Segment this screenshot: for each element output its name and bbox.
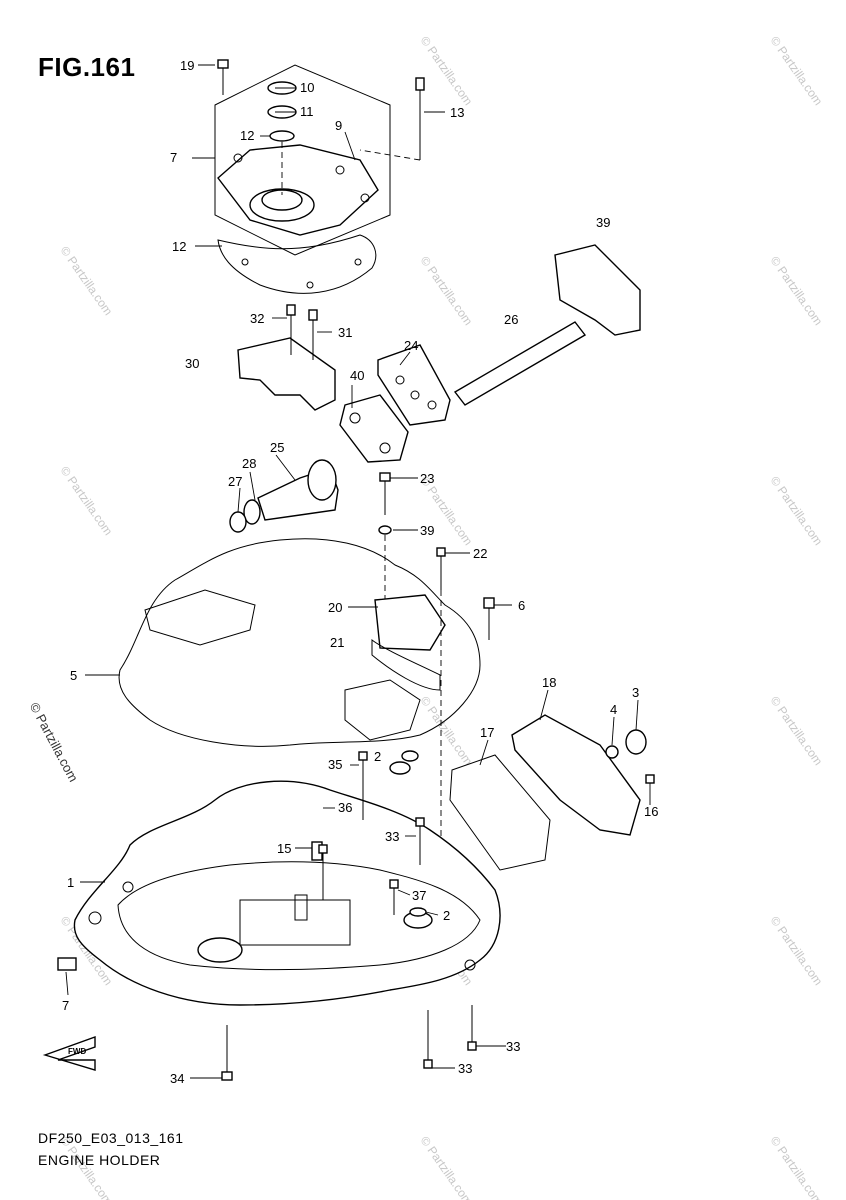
callout-30: 30: [185, 356, 199, 371]
callout-12: 10: [300, 80, 314, 95]
cover-assembly: [214, 59, 425, 294]
callout-6: 5: [70, 668, 77, 683]
figure-code: DF250_E03_013_161: [38, 1130, 184, 1146]
callout-33-upper: 33: [385, 829, 399, 844]
callout-18: 18: [542, 675, 556, 690]
leader-lines: [65, 64, 651, 1079]
callout-39: 39: [596, 215, 610, 230]
callout-40: 40: [350, 368, 364, 383]
gasket-assembly: [118, 538, 495, 900]
callout-19: 17: [480, 725, 494, 740]
callout-11: 9: [335, 118, 342, 133]
callout-13: 12: [240, 128, 254, 143]
svg-text:© Partzilla.com: © Partzilla.com: [768, 914, 826, 988]
callout-32: 32: [250, 311, 264, 326]
callout-39-lower: 39: [420, 523, 434, 538]
callout-26: 25: [270, 440, 284, 455]
svg-text:© Partzilla.com: © Partzilla.com: [418, 34, 476, 108]
svg-text:© Partzilla.com: © Partzilla.com: [418, 1134, 476, 1200]
callout-14: 12: [172, 239, 186, 254]
engine-holder-part: [57, 780, 501, 1006]
callout-23: 22: [473, 546, 487, 561]
callout-35: 35: [328, 757, 342, 772]
callout-12-second: 11: [300, 104, 314, 119]
svg-text:© Partzilla.com: © Partzilla.com: [768, 694, 826, 768]
svg-text:© Partzilla.com: © Partzilla.com: [768, 1134, 826, 1200]
svg-text:© Partzilla.com: © Partzilla.com: [768, 254, 826, 328]
callout-16: 15: [277, 841, 291, 856]
callout-27: 26: [504, 312, 518, 327]
callout-20: 16: [644, 804, 658, 819]
callout-1: 1: [67, 875, 74, 890]
holder-bolts: [221, 750, 477, 1081]
callout-5: 2: [374, 749, 381, 764]
figure-name: ENGINE HOLDER: [38, 1152, 161, 1168]
svg-text:© Partzilla.com: © Partzilla.com: [768, 34, 826, 108]
figure-title: FIG.161: [38, 52, 136, 82]
watermark-grid: © Partzilla.com © Partzilla.com © Partzi…: [58, 34, 826, 1200]
callout-31: 31: [338, 325, 352, 340]
callout-2: 2: [443, 908, 450, 923]
callout-9: 6: [518, 598, 525, 613]
callout-4: 4: [610, 702, 617, 717]
svg-text:© Partzilla.com: © Partzilla.com: [58, 464, 116, 538]
callout-10: 7: [170, 150, 177, 165]
callout-24: 23: [420, 471, 434, 486]
callout-labels: 19 10 11 12 9 7 13 12 39 26 32 31 24 30 …: [62, 58, 658, 1086]
callout-21: 20: [328, 600, 342, 615]
callout-28: 27: [228, 474, 242, 489]
callout-34: 34: [170, 1071, 184, 1086]
rubber-mount-assembly: [229, 459, 392, 610]
callout-7: 7: [62, 998, 69, 1013]
callout-22: 21: [330, 635, 344, 650]
svg-text:© Partzilla.com: © Partzilla.com: [418, 694, 476, 768]
callout-15: 13: [450, 105, 464, 120]
svg-text:© Partzilla.com: © Partzilla.com: [58, 244, 116, 318]
callout-33-right: 33: [506, 1039, 520, 1054]
callout-17: 19: [180, 58, 194, 73]
callout-25: 24: [404, 338, 418, 353]
callout-37: 37: [412, 888, 426, 903]
svg-text:FWD: FWD: [68, 1047, 86, 1056]
callout-29: 28: [242, 456, 256, 471]
fwd-arrow-icon: FWD: [42, 1036, 96, 1071]
svg-text:© Partzilla.com: © Partzilla.com: [768, 474, 826, 548]
callout-33-lower: 33: [458, 1061, 472, 1076]
callout-36: 36: [338, 800, 352, 815]
svg-text:© Partzilla.com: © Partzilla.com: [418, 254, 476, 328]
callout-3: 3: [632, 685, 639, 700]
mount-bracket-assembly: [237, 244, 641, 463]
